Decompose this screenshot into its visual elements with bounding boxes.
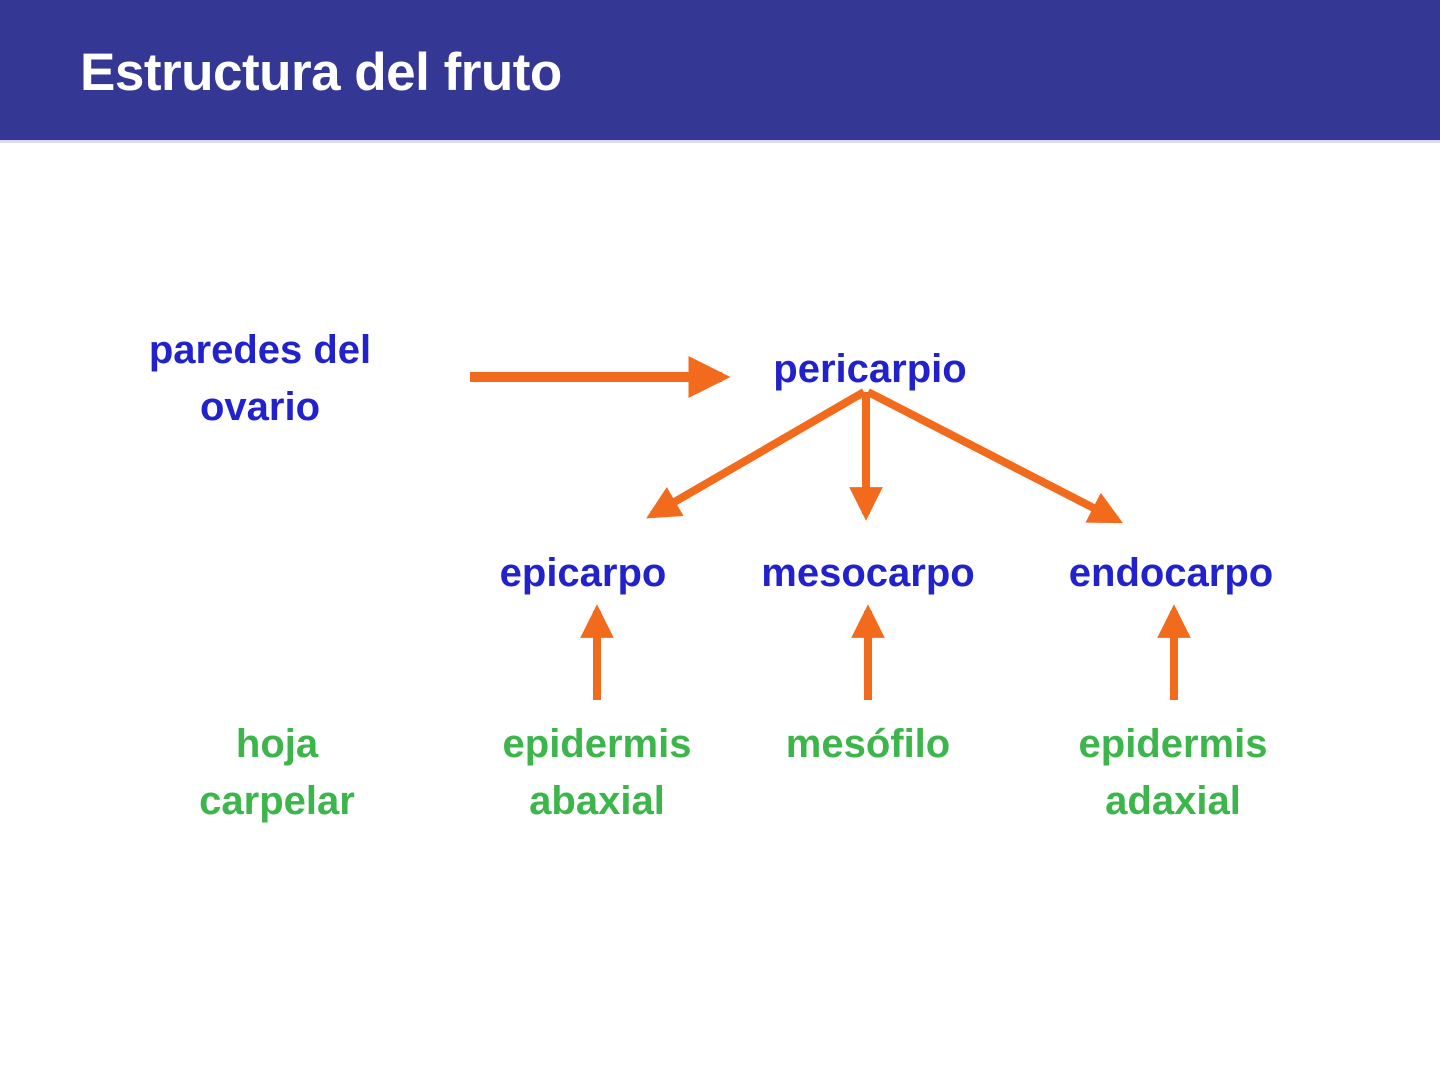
node-mesofilo: mesófilo [785,722,951,766]
node-epicarpo: epicarpo [499,551,667,595]
node-epidermis-adaxial: epidermis adaxial [1078,722,1268,823]
node-hoja-carpelar: hoja carpelar [199,722,355,823]
node-endocarpo: endocarpo [1068,551,1274,595]
arrow-pericarpio-to-endocarpo-icon [866,388,1123,524]
arrow-pericarpio-to-epicarpo-icon [646,388,867,519]
node-epidermis-abaxial: epidermis abaxial [502,722,692,823]
slide-header: Estructura del fruto [0,0,1440,143]
node-paredes-del-ovario: paredes del ovario [148,328,372,429]
slide-title: Estructura del fruto [80,43,562,102]
node-pericarpio: pericarpio [773,347,967,391]
node-mesocarpo: mesocarpo [761,551,975,595]
